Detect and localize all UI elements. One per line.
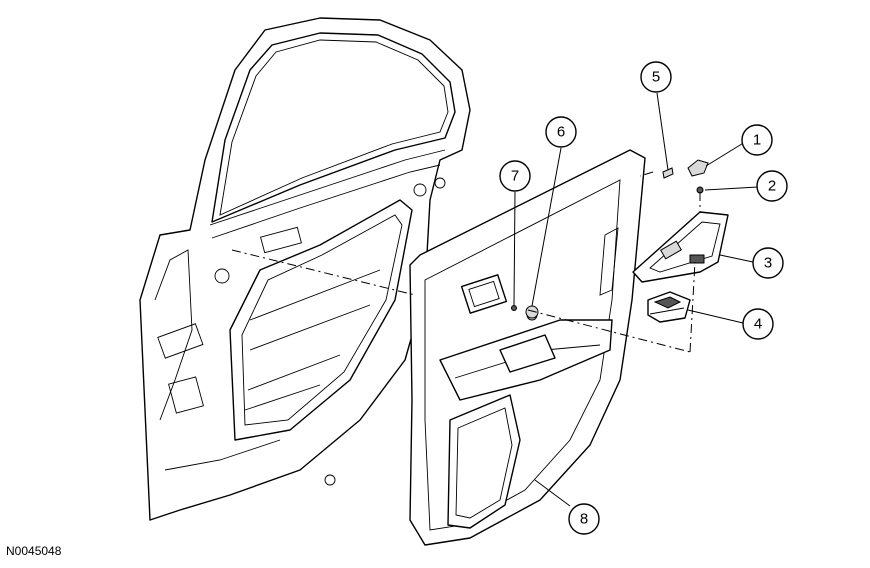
svg-text:1: 1: [753, 132, 761, 149]
svg-text:2: 2: [768, 178, 776, 195]
callout-8: 8: [568, 503, 600, 535]
figure-id-label: N0045048: [6, 544, 62, 558]
svg-text:6: 6: [557, 124, 565, 141]
callout-6: 6: [545, 116, 577, 148]
fastener-screw-5: [662, 167, 674, 179]
svg-text:4: 4: [754, 316, 762, 333]
svg-text:7: 7: [511, 168, 519, 185]
callout-7: 7: [499, 160, 531, 192]
callout-4: 4: [742, 308, 774, 340]
window-switch: [647, 291, 691, 323]
fastener-screw-7: [511, 305, 517, 311]
door-trim-panel: [409, 149, 646, 546]
svg-text:8: 8: [580, 511, 588, 528]
alignment-lines: [231, 171, 701, 353]
svg-text:3: 3: [764, 255, 772, 272]
leader-lines: [513, 92, 759, 507]
callout-5: 5: [640, 61, 672, 93]
svg-text:5: 5: [652, 69, 660, 86]
callout-3: 3: [752, 247, 784, 279]
callout-2: 2: [756, 170, 788, 202]
callout-1: 1: [741, 124, 773, 156]
fastener-cap: [687, 159, 709, 177]
door-shell: [139, 17, 471, 521]
window-switch-bezel: [632, 211, 729, 283]
